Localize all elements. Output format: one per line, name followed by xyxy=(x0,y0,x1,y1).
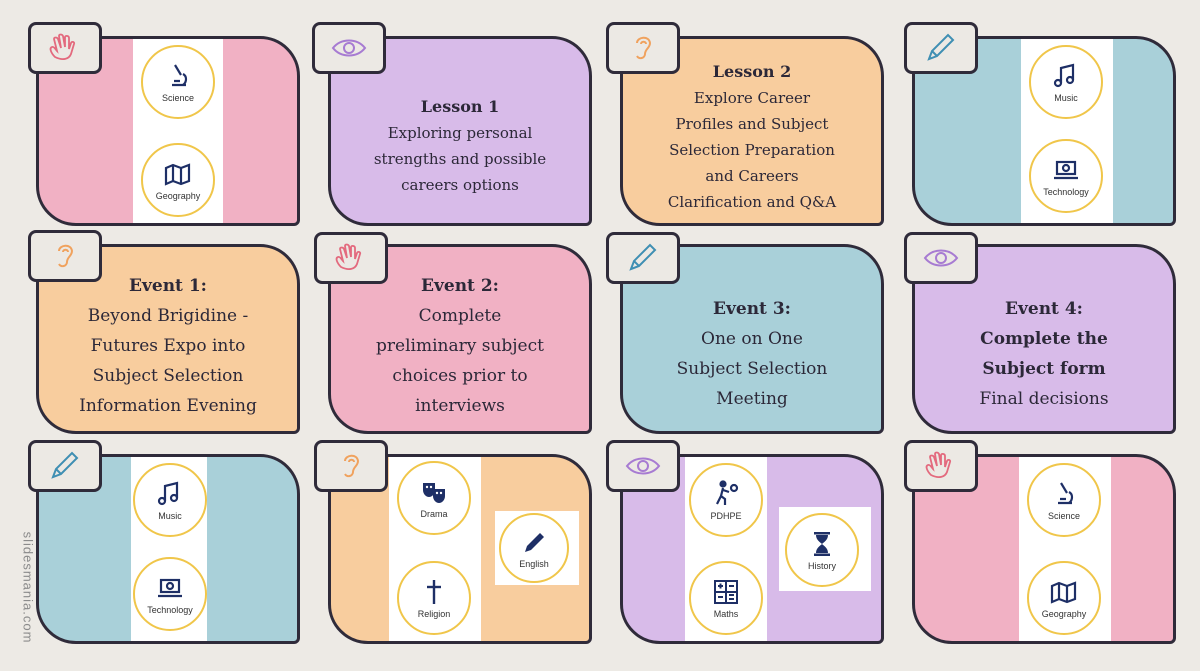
tab-eye[interactable] xyxy=(606,440,680,492)
card-heading: Event 4: xyxy=(1005,299,1083,319)
card-science-geography: Science Geography xyxy=(36,36,300,226)
tab-pencil[interactable] xyxy=(606,232,680,284)
tab-hand[interactable] xyxy=(314,232,388,284)
cross-icon xyxy=(427,580,441,604)
pencil-icon xyxy=(927,33,955,61)
theatre-masks-icon xyxy=(423,483,445,503)
microscope-icon xyxy=(172,64,188,87)
runner-tennis-icon xyxy=(716,480,739,505)
pencil-icon xyxy=(51,451,79,479)
subject-badge-geography: Geography xyxy=(1027,561,1101,635)
subject-badge-pdhpe: PDHPE xyxy=(689,463,763,537)
tab-eye[interactable] xyxy=(904,232,978,284)
laptop-icon xyxy=(1054,160,1078,180)
tab-hand[interactable] xyxy=(28,22,102,74)
card-heading: Event 3: xyxy=(713,299,791,319)
hourglass-icon xyxy=(814,532,830,556)
subject-badge-drama: Drama xyxy=(397,461,471,535)
subject-badge-music: Music xyxy=(133,463,207,537)
calculator-icon xyxy=(714,580,738,604)
music-note-icon xyxy=(157,481,179,506)
card-drama-religion-english: Drama Religion English xyxy=(328,454,592,644)
card-heading: Event 1: xyxy=(129,276,207,296)
subject-badge-technology: Technology xyxy=(1029,139,1103,213)
music-note-icon xyxy=(1053,63,1075,88)
tab-ear[interactable] xyxy=(28,230,102,282)
card-heading: Event 2: xyxy=(421,276,499,296)
watermark: slidesmania.com xyxy=(20,531,36,644)
ear-icon xyxy=(636,36,652,60)
hand-icon xyxy=(925,451,952,479)
card-pdhpe-maths-history: PDHPE Maths History xyxy=(620,454,884,644)
ear-icon xyxy=(58,244,74,268)
subject-badge-science: Science xyxy=(1027,463,1101,537)
eye-icon xyxy=(625,457,661,475)
tab-eye[interactable] xyxy=(312,22,386,74)
tab-hand[interactable] xyxy=(904,440,978,492)
microscope-icon xyxy=(1058,482,1074,505)
tab-pencil[interactable] xyxy=(28,440,102,492)
tab-pencil[interactable] xyxy=(904,22,978,74)
subject-badge-music: Music xyxy=(1029,45,1103,119)
pen-icon xyxy=(525,533,544,552)
laptop-icon xyxy=(158,578,182,598)
hand-icon xyxy=(335,243,362,271)
tab-ear[interactable] xyxy=(314,440,388,492)
hand-icon xyxy=(49,33,76,61)
card-heading: Lesson 1 xyxy=(420,97,500,116)
subject-badge-geography: Geography xyxy=(141,143,215,217)
subject-badge-technology: Technology xyxy=(133,557,207,631)
pencil-icon xyxy=(629,243,657,271)
card-heading: Lesson 2 xyxy=(712,62,792,81)
subject-badge-maths: Maths xyxy=(689,561,763,635)
card-music-technology: Music Technology xyxy=(36,454,300,644)
subject-badge-english: English xyxy=(499,513,569,583)
subject-badge-religion: Religion xyxy=(397,561,471,635)
subject-badge-history: History xyxy=(785,513,859,587)
eye-icon xyxy=(331,39,367,57)
map-icon xyxy=(1050,581,1077,604)
eye-icon xyxy=(923,249,959,267)
map-icon xyxy=(164,163,191,186)
ear-icon xyxy=(344,454,360,478)
subject-badge-science: Science xyxy=(141,45,215,119)
tab-ear[interactable] xyxy=(606,22,680,74)
